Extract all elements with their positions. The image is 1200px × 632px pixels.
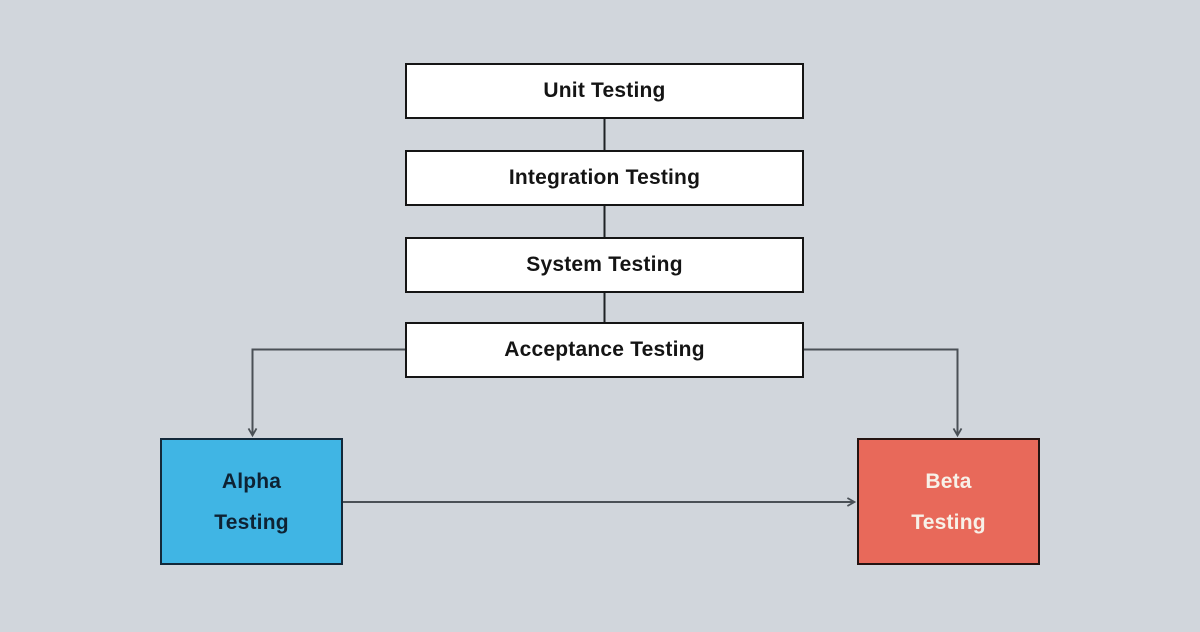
- beta-label-line-1: Beta: [925, 469, 972, 493]
- edge-acceptance-to-alpha: [247, 348, 405, 438]
- beta-label-line-2: Testing: [911, 510, 986, 534]
- branch-box-alpha-testing: Alpha Testing: [160, 438, 343, 565]
- stage-label-unit-testing: Unit Testing: [543, 79, 666, 102]
- branch-box-beta-testing: Beta Testing: [857, 438, 1040, 565]
- alpha-label-line-2: Testing: [214, 510, 289, 534]
- alpha-label-line-1: Alpha: [221, 469, 282, 493]
- stage-label-system-testing: System Testing: [526, 253, 683, 276]
- edge-acceptance-to-beta: [804, 348, 963, 438]
- stage-box-unit-testing: Unit Testing: [405, 63, 804, 119]
- stage-label-acceptance-testing: Acceptance Testing: [504, 338, 705, 361]
- stage-box-integration-testing: Integration Testing: [405, 150, 804, 206]
- stage-box-system-testing: System Testing: [405, 237, 804, 293]
- stage-label-integration-testing: Integration Testing: [508, 166, 701, 189]
- stage-box-acceptance-testing: Acceptance Testing: [405, 322, 804, 378]
